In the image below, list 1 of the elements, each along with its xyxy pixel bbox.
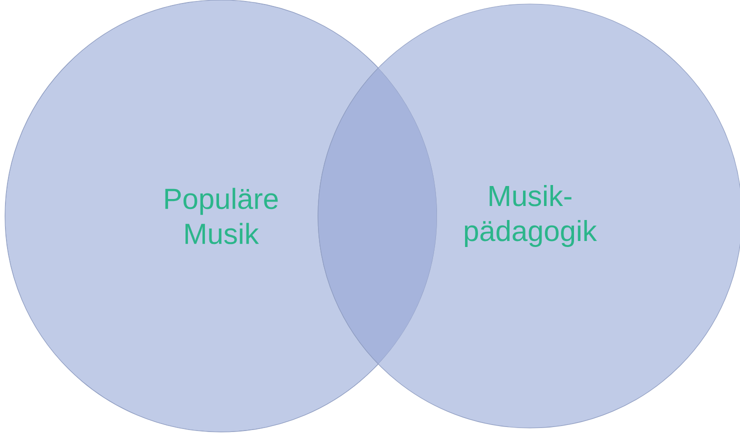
node-label: Musik- pädagogik [464, 184, 597, 248]
